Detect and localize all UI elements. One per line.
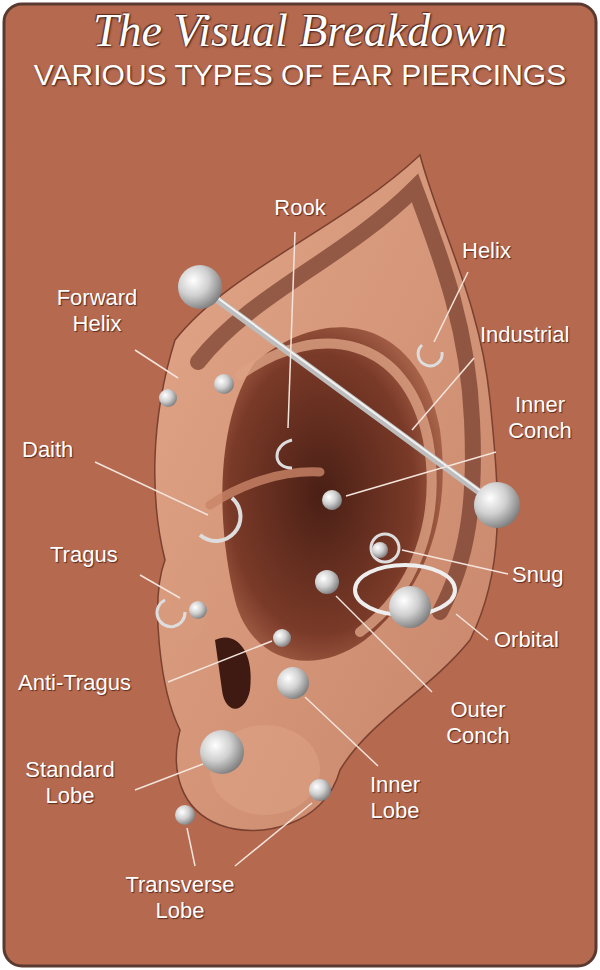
tragus-ball xyxy=(189,601,207,619)
leader-line xyxy=(412,358,474,430)
card-ground xyxy=(4,4,596,966)
part-label: Anti-Tragus xyxy=(18,670,131,696)
leader-line xyxy=(305,697,378,766)
leader-line xyxy=(402,550,508,574)
part-label: Inner Conch xyxy=(495,392,585,445)
part-label: Tragus xyxy=(50,542,118,568)
daith-ring xyxy=(200,498,240,541)
leader-line xyxy=(135,350,178,378)
outer-conch-stud xyxy=(315,570,339,594)
orbital-ball xyxy=(389,586,431,628)
inner-conch-stud xyxy=(322,490,342,510)
tragus-ring xyxy=(157,600,185,627)
part-label: Transverse Lobe xyxy=(115,872,245,925)
transverse-ball xyxy=(175,805,195,825)
industrial-bar xyxy=(200,287,497,505)
part-label: Industrial xyxy=(480,322,569,348)
part-label: Inner Lobe xyxy=(360,772,430,825)
forward-helix-stud xyxy=(214,374,234,394)
leader-line xyxy=(135,764,203,790)
part-label: Orbital xyxy=(494,627,559,653)
helix-crus xyxy=(210,472,320,505)
anti-tragus-stud xyxy=(273,629,291,647)
industrial-bar-shine xyxy=(200,285,497,503)
concha xyxy=(222,327,442,661)
inner-lobe-stud xyxy=(277,667,309,699)
snug-ball xyxy=(372,542,388,558)
industrial-ball xyxy=(178,265,222,309)
leader-line xyxy=(187,828,195,866)
rook-hook xyxy=(277,440,292,468)
leader-line xyxy=(288,232,295,428)
intertragic-notch xyxy=(215,637,251,708)
leader-line xyxy=(140,575,180,598)
snug-ring xyxy=(371,534,399,562)
leader-line xyxy=(346,452,496,496)
leader-line xyxy=(456,614,488,640)
part-label: Snug xyxy=(512,562,563,588)
ear xyxy=(155,155,498,830)
part-label: Standard Lobe xyxy=(15,757,125,810)
transverse-ball xyxy=(309,779,331,801)
standard-lobe-stud xyxy=(200,730,244,774)
part-label: Forward Helix xyxy=(42,285,152,338)
part-label: Helix xyxy=(462,238,511,264)
part-label: Rook xyxy=(274,195,325,221)
ear-outline xyxy=(155,155,498,830)
part-label: Outer Conch xyxy=(433,697,523,750)
tragus-bump xyxy=(172,560,208,640)
leader-line xyxy=(336,596,432,692)
part-label: Daith xyxy=(22,437,73,463)
leader-line xyxy=(434,272,468,342)
leader-line xyxy=(95,462,208,515)
industrial-ball xyxy=(474,482,520,528)
leader-lines xyxy=(95,232,508,866)
helix-hoop xyxy=(418,345,442,366)
forward-helix-stud xyxy=(159,389,177,407)
leader-line xyxy=(235,803,312,866)
subtitle: VARIOUS TYPES OF EAR PIERCINGS xyxy=(34,58,566,93)
title: The Visual Breakdown xyxy=(93,6,507,57)
leader-line xyxy=(168,641,272,682)
